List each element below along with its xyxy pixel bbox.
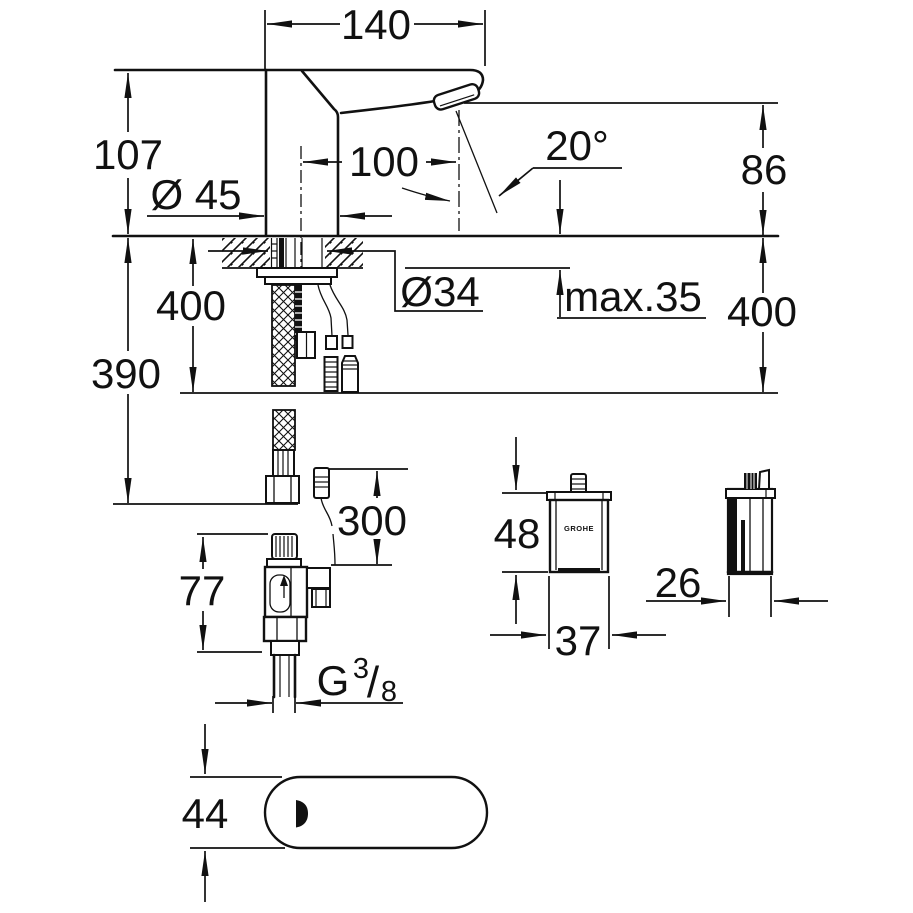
cable-socket: [311, 588, 331, 608]
dim-label-box-width: 37: [555, 617, 602, 664]
dim-label-box-depth: 26: [655, 559, 702, 606]
box-body: [548, 498, 610, 574]
thread-letter: G: [317, 657, 350, 704]
dim-label-box-height: 48: [494, 510, 541, 557]
hose-nut: [265, 475, 300, 504]
mounting-washer: [256, 267, 338, 278]
dim-label-left-hose-below: 400: [156, 282, 226, 329]
dim-label-stream-angle: 20°: [545, 122, 609, 169]
base-outline: [263, 775, 489, 850]
dim-label-outlet-height: 86: [741, 146, 788, 193]
dim-label-right-below: 400: [727, 288, 797, 335]
braided-hose: [271, 284, 296, 387]
braided-hose-lower: [272, 409, 296, 451]
dim-label-cable-length: 300: [337, 497, 407, 544]
supply-hose-upper: [271, 284, 359, 393]
dim-label-spout-reach: 100: [349, 138, 419, 185]
valve-bottom-nut: [262, 615, 308, 643]
outlet-tube: [272, 653, 297, 699]
angle-valve-assembly: [262, 409, 336, 699]
mounting-tab: [757, 468, 770, 490]
valve-body: [263, 565, 309, 619]
dim-label-spout-height: 107: [93, 131, 163, 178]
control-box-side-view: [725, 468, 776, 576]
power-cable: [329, 284, 349, 336]
stream-angle-line: [455, 110, 498, 214]
dim-label-top-width: 140: [341, 1, 411, 48]
dim-label-base-width: 44: [182, 790, 229, 837]
sensor-cable: [317, 284, 333, 337]
dimension-labels: 140 107 390 400 Ø 45 100 20° 86 400 Ø34 …: [91, 1, 797, 837]
faucet-side-view: [113, 68, 498, 292]
faucet-shank: [270, 238, 323, 268]
dim-label-base-diameter: Ø 45: [150, 171, 241, 218]
dim-label-left-total-below: 390: [91, 350, 161, 397]
sensor-window: [296, 800, 308, 828]
dimension-annotations: [124, 10, 828, 902]
control-box-front-view: GROHE: [546, 473, 612, 574]
cable-connector: [313, 467, 330, 499]
spout-outlet: [432, 82, 481, 111]
solenoid-port: [306, 567, 331, 589]
thread-denominator: 8: [381, 676, 397, 708]
dim-label-hole-diameter: Ø34: [400, 268, 479, 315]
dim-label-valve-height: 77: [179, 567, 226, 614]
box-top-cap: [546, 491, 612, 501]
brand-logo: GROHE: [564, 524, 594, 533]
footprint-top-view: [263, 775, 489, 850]
thread-numerator: 3: [353, 653, 369, 685]
mounting-nut: [264, 276, 332, 285]
solenoid-cable: [320, 497, 333, 527]
dim-label-max-deck: max.35: [564, 273, 702, 320]
thread-slash: /: [367, 658, 380, 707]
angle-arc-arrow: [401, 187, 451, 202]
